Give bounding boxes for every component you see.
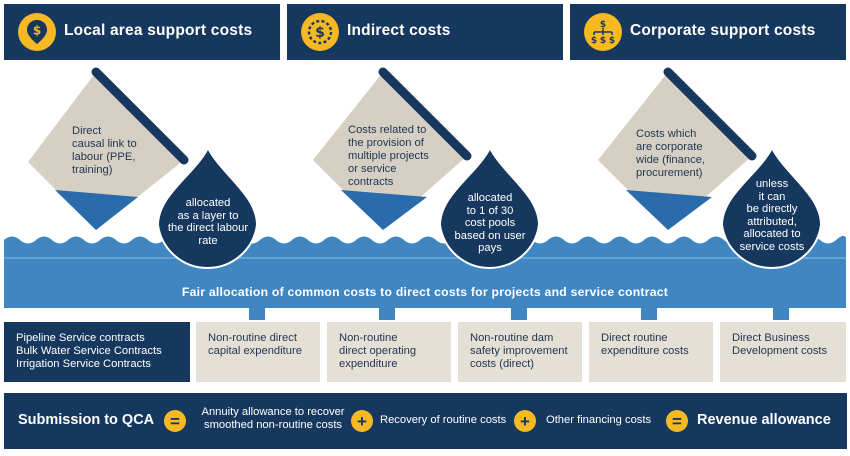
box-nonroutine-capital: Non-routine direct capital expenditure — [196, 322, 320, 382]
header-title: Indirect costs — [347, 22, 451, 39]
card-text-indirect-costs: Costs related to the provision of multip… — [348, 124, 429, 188]
drop-local-area — [156, 145, 259, 269]
box-dam-safety: Non-routine dam safety improvement costs… — [458, 322, 582, 382]
svg-text:$: $ — [591, 36, 597, 46]
drop-text-corporate-support: unless it can be directly attributed, al… — [739, 178, 805, 253]
routine-costs: Recovery of routine costs — [380, 414, 507, 426]
svg-text:$: $ — [609, 36, 615, 46]
box-nonroutine-operating: Non-routine direct operating expenditure — [327, 322, 451, 382]
plus-operator: + — [514, 410, 536, 432]
box-service-contracts: Pipeline Service contracts Bulk Water Se… — [4, 322, 190, 382]
box-business-development: Direct Business Development costs — [720, 322, 846, 382]
svg-text:$: $ — [33, 24, 41, 38]
card-local-area — [28, 67, 189, 230]
band-caption: Fair allocation of common costs to direc… — [181, 285, 669, 299]
svg-text:$: $ — [315, 25, 325, 41]
drop-corporate-support — [720, 145, 823, 269]
header-local-area-support: $ Local area support costs — [4, 4, 280, 60]
hierarchy-dollar-icon: $ $ $ $ — [584, 13, 622, 51]
card-corporate-support — [598, 67, 757, 230]
card-text-local-area: Direct causal link to labour (PPE, train… — [72, 125, 137, 176]
header-corporate-support: $ $ $ $ Corporate support costs — [570, 4, 846, 60]
header-title: Local area support costs — [64, 22, 253, 39]
card-text-corporate-support: Costs which are corporate wide (finance,… — [636, 128, 706, 179]
coins-dollar-icon: $ — [301, 13, 339, 51]
equals-operator: = — [164, 410, 186, 432]
box-direct-routine: Direct routine expenditure costs — [589, 322, 713, 382]
location-dollar-icon: $ — [18, 13, 56, 51]
header-indirect-costs: $ Indirect costs — [287, 4, 563, 60]
band-connectors — [249, 306, 789, 320]
drop-text-indirect-costs: allocated to 1 of 30 cost pools based on… — [454, 192, 526, 255]
equals-operator: = — [666, 410, 688, 432]
drop-indirect-costs — [438, 145, 541, 269]
header-title: Corporate support costs — [630, 22, 816, 39]
svg-text:$: $ — [600, 36, 606, 46]
submission-label: Submission to QCA — [18, 412, 155, 428]
plus-operator: + — [351, 410, 373, 432]
revenue-allowance: Revenue allowance — [697, 412, 831, 428]
drop-text-local-area: allocated as a layer to the direct labou… — [167, 197, 249, 247]
card-indirect-costs — [313, 67, 472, 230]
svg-text:$: $ — [600, 20, 606, 30]
water-highlight — [4, 257, 846, 259]
equation-bar: Submission to QCA = Annuity allowance to… — [4, 393, 847, 449]
financing-costs: Other financing costs — [546, 414, 652, 426]
annuity-allowance: Annuity allowance to recover smoothed no… — [201, 406, 345, 431]
